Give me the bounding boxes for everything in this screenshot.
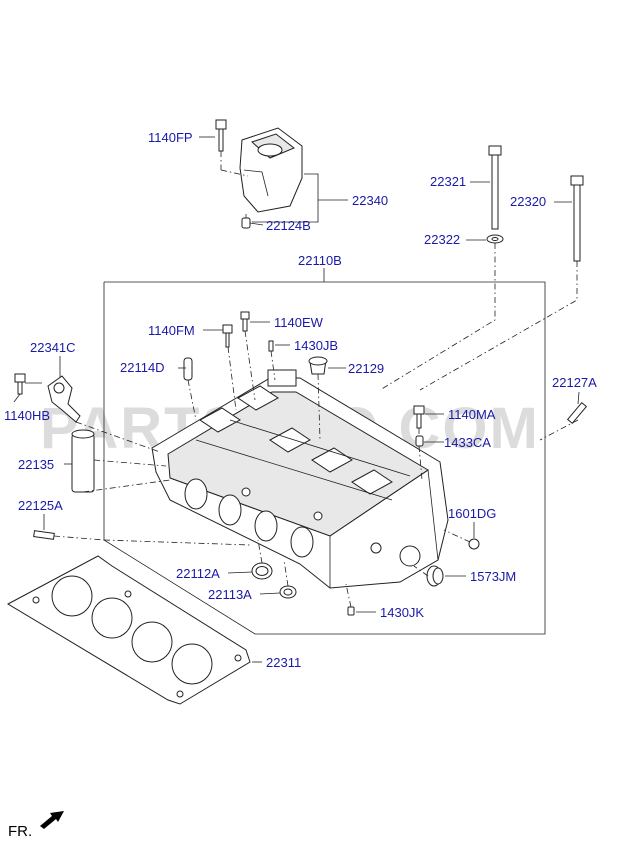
- label-1140HB[interactable]: 1140HB: [4, 408, 50, 423]
- label-22113A[interactable]: 22113A: [208, 587, 252, 602]
- part-22124B-dowel[interactable]: [241, 217, 251, 229]
- part-22320-bolt[interactable]: [570, 175, 584, 262]
- part-22129-cap[interactable]: [308, 356, 328, 375]
- part-1430JB-plug[interactable]: [268, 340, 274, 352]
- part-1433CA-plug[interactable]: [415, 435, 424, 447]
- assembly-guide-lines: [53, 151, 579, 608]
- label-1433CA[interactable]: 1433CA: [444, 435, 491, 450]
- label-22112A[interactable]: 22112A: [176, 566, 220, 581]
- front-orientation-indicator: FR.: [8, 811, 64, 840]
- front-arrow-icon: [40, 811, 64, 829]
- label-1140FP[interactable]: 1140FP: [148, 130, 193, 145]
- part-1601DG-plug[interactable]: [468, 538, 480, 550]
- part-22341C-bracket[interactable]: [47, 375, 81, 423]
- label-22320[interactable]: 22320: [510, 194, 546, 209]
- label-22340[interactable]: 22340: [352, 193, 388, 208]
- label-22341C[interactable]: 22341C: [30, 340, 76, 355]
- part-1140FM-bolt[interactable]: [222, 324, 233, 348]
- label-1601DG[interactable]: 1601DG: [448, 506, 496, 521]
- part-22127A-stud[interactable]: [566, 401, 588, 425]
- label-22321[interactable]: 22321: [430, 174, 466, 189]
- part-1430JK-plug[interactable]: [347, 606, 355, 616]
- part-22340-bracket[interactable]: [239, 127, 303, 213]
- label-22125A[interactable]: 22125A: [18, 498, 63, 513]
- label-22135[interactable]: 22135: [18, 457, 54, 472]
- orientation-label: FR.: [8, 823, 32, 840]
- label-1140FM[interactable]: 1140FM: [148, 323, 195, 338]
- part-22321-bolt[interactable]: [488, 145, 502, 230]
- label-1430JK[interactable]: 1430JK: [380, 605, 424, 620]
- label-22114D[interactable]: 22114D: [120, 360, 165, 375]
- label-22124B[interactable]: 22124B: [266, 218, 311, 233]
- label-1140EW[interactable]: 1140EW: [274, 315, 324, 330]
- part-22311-head-gasket[interactable]: [6, 555, 251, 705]
- part-1140FP-bolt[interactable]: [215, 119, 227, 152]
- label-22311[interactable]: 22311: [266, 655, 301, 670]
- part-1140EW-bolt[interactable]: [240, 311, 250, 332]
- part-22112A-seal[interactable]: [251, 562, 273, 580]
- part-1573JM-seal[interactable]: [426, 565, 444, 587]
- part-22113A-seal[interactable]: [279, 585, 297, 599]
- part-22114D-dowel[interactable]: [183, 357, 193, 381]
- assembly-frame: [103, 281, 546, 635]
- leader-lines: [13, 136, 580, 663]
- label-1140MA[interactable]: 1140MA: [448, 407, 496, 422]
- part-22125A-stud[interactable]: [33, 530, 55, 540]
- label-22127A[interactable]: 22127A: [552, 375, 597, 390]
- label-22110B[interactable]: 22110B: [298, 253, 342, 268]
- label-22322[interactable]: 22322: [424, 232, 460, 247]
- part-22135-sleeve[interactable]: [71, 429, 95, 493]
- part-22322-washer[interactable]: [486, 234, 504, 244]
- part-1140HB-bolt[interactable]: [14, 373, 42, 395]
- part-22110B-cylinder-head[interactable]: [151, 369, 449, 589]
- label-1430JB[interactable]: 1430JB: [294, 338, 338, 353]
- label-1573JM[interactable]: 1573JM: [470, 569, 516, 584]
- label-22129[interactable]: 22129: [348, 361, 384, 376]
